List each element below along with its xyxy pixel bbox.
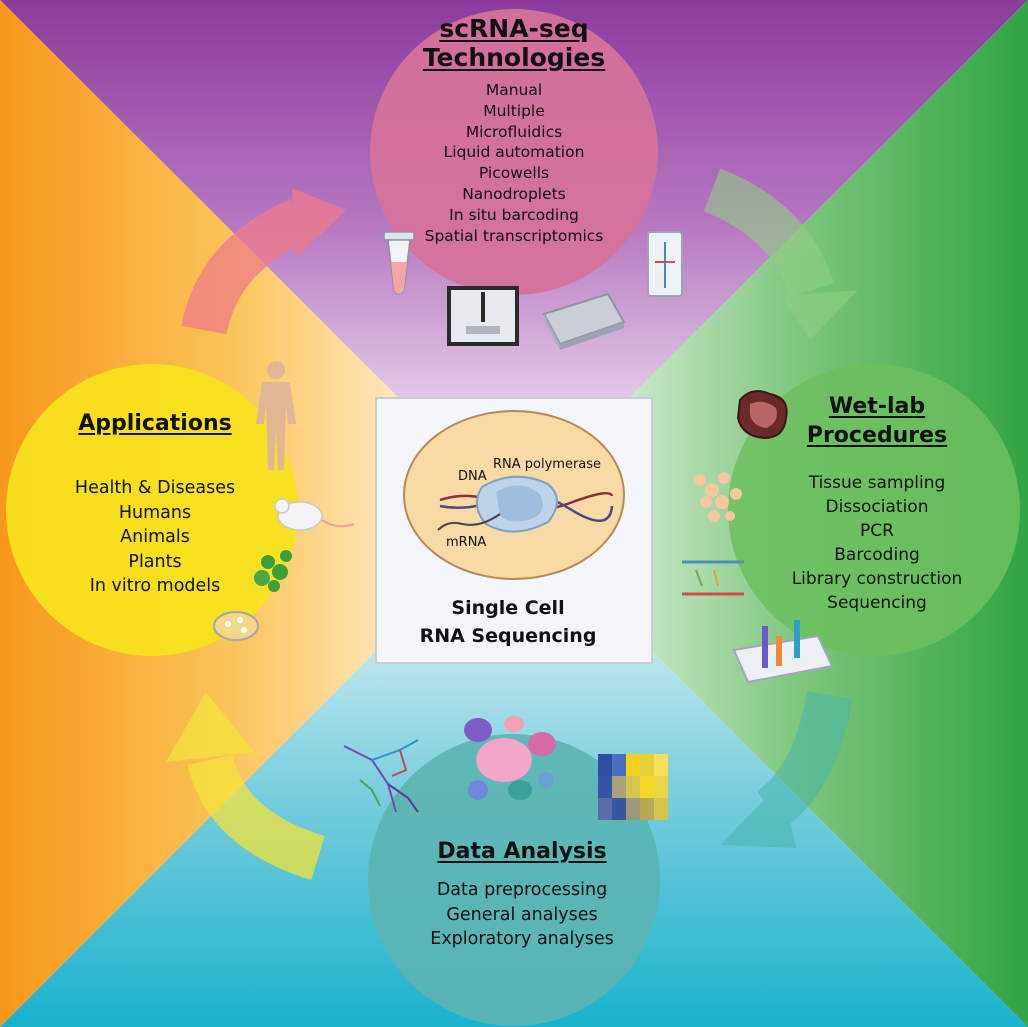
technologies-title-line2: Technologies <box>422 43 606 72</box>
pcr-tube-icon <box>383 231 415 295</box>
arrow-technologies-to-wetlab <box>703 168 858 340</box>
cell-cluster-icon <box>694 472 742 522</box>
technologies-title: scRNA-seq Technologies <box>389 14 639 72</box>
wetlab-title-line2: Procedures <box>806 423 948 448</box>
rna-polymerase-label: RNA polymerase <box>493 457 602 472</box>
arrow-wetlab-to-data-analysis <box>720 690 853 848</box>
technology-item: Multiple <box>483 101 545 120</box>
application-item: In vitro models <box>89 576 221 596</box>
wetlab-circle <box>728 364 1020 656</box>
applications-title: Applications <box>78 411 232 436</box>
wetlab-item: Dissociation <box>825 497 929 517</box>
technologies-circle <box>370 9 658 295</box>
tissue-icon <box>736 390 788 440</box>
dna-label: DNA <box>458 469 487 484</box>
center-title-line1: Single Cell <box>451 597 565 619</box>
wetlab-item: Library construction <box>791 569 963 589</box>
technology-item: Manual <box>485 81 543 99</box>
arrow-data-analysis-to-applications <box>166 692 326 881</box>
cluster-plot-icon <box>464 716 556 800</box>
data-analysis-item: General analyses <box>446 904 598 925</box>
sequencing-slide-icon <box>732 620 834 684</box>
technologies-title-line1: scRNA-seq <box>439 14 589 43</box>
applications-list: Health & Diseases Humans Animals Plants … <box>20 476 290 599</box>
plant-icon <box>254 550 292 592</box>
heatmap-icon <box>598 754 668 820</box>
wetlab-item: Tissue sampling <box>808 473 946 493</box>
data-analysis-item: Exploratory analyses <box>430 929 614 949</box>
data-analysis-title: Data Analysis <box>437 839 607 864</box>
microfluidic-chip-icon <box>647 231 683 297</box>
wetlab-title: Wet-lab Procedures <box>752 392 1002 450</box>
human-icon <box>256 361 296 470</box>
center-title: Single Cell RNA Sequencing <box>390 594 626 650</box>
trajectory-plot-icon <box>343 739 419 813</box>
technology-item: Microfluidics <box>465 122 563 141</box>
wetlab-title-line1: Wet-lab <box>828 394 926 419</box>
technology-item: Liquid automation <box>443 143 585 162</box>
application-item: Animals <box>120 527 190 547</box>
application-item: Health & Diseases <box>74 478 236 498</box>
arrow-applications-to-technologies <box>181 188 346 335</box>
applications-circle <box>6 364 298 656</box>
technologies-list: Manual Multiple Microfluidics Liquid aut… <box>389 80 639 246</box>
application-item: Humans <box>118 502 192 523</box>
technology-item: Spatial transcriptomics <box>424 226 604 245</box>
technology-item: Picowells <box>478 164 550 183</box>
mrna-label: mRNA <box>446 535 487 550</box>
data-analysis-item: Data preprocessing <box>436 880 608 900</box>
center-title-line2: RNA Sequencing <box>419 625 597 647</box>
rna-polymerase-icon <box>437 475 614 533</box>
technology-item: In situ barcoding <box>449 205 579 224</box>
wetlab-item: PCR <box>860 521 894 541</box>
dna-barcode-icon <box>682 560 744 596</box>
wetlab-item: Barcoding <box>834 545 920 565</box>
technology-item: Nanodroplets <box>462 184 566 203</box>
data-analysis-list: Data preprocessing General analyses Expl… <box>382 878 662 952</box>
mouse-icon <box>274 498 355 531</box>
well-plate-icon <box>542 292 626 350</box>
wetlab-list: Tissue sampling Dissociation PCR Barcodi… <box>757 471 997 615</box>
data-analysis-circle <box>368 734 660 1026</box>
petri-dish-icon <box>213 611 259 641</box>
liquid-handler-icon <box>447 286 519 346</box>
wetlab-item: Sequencing <box>827 593 927 613</box>
application-item: Plants <box>128 551 182 572</box>
